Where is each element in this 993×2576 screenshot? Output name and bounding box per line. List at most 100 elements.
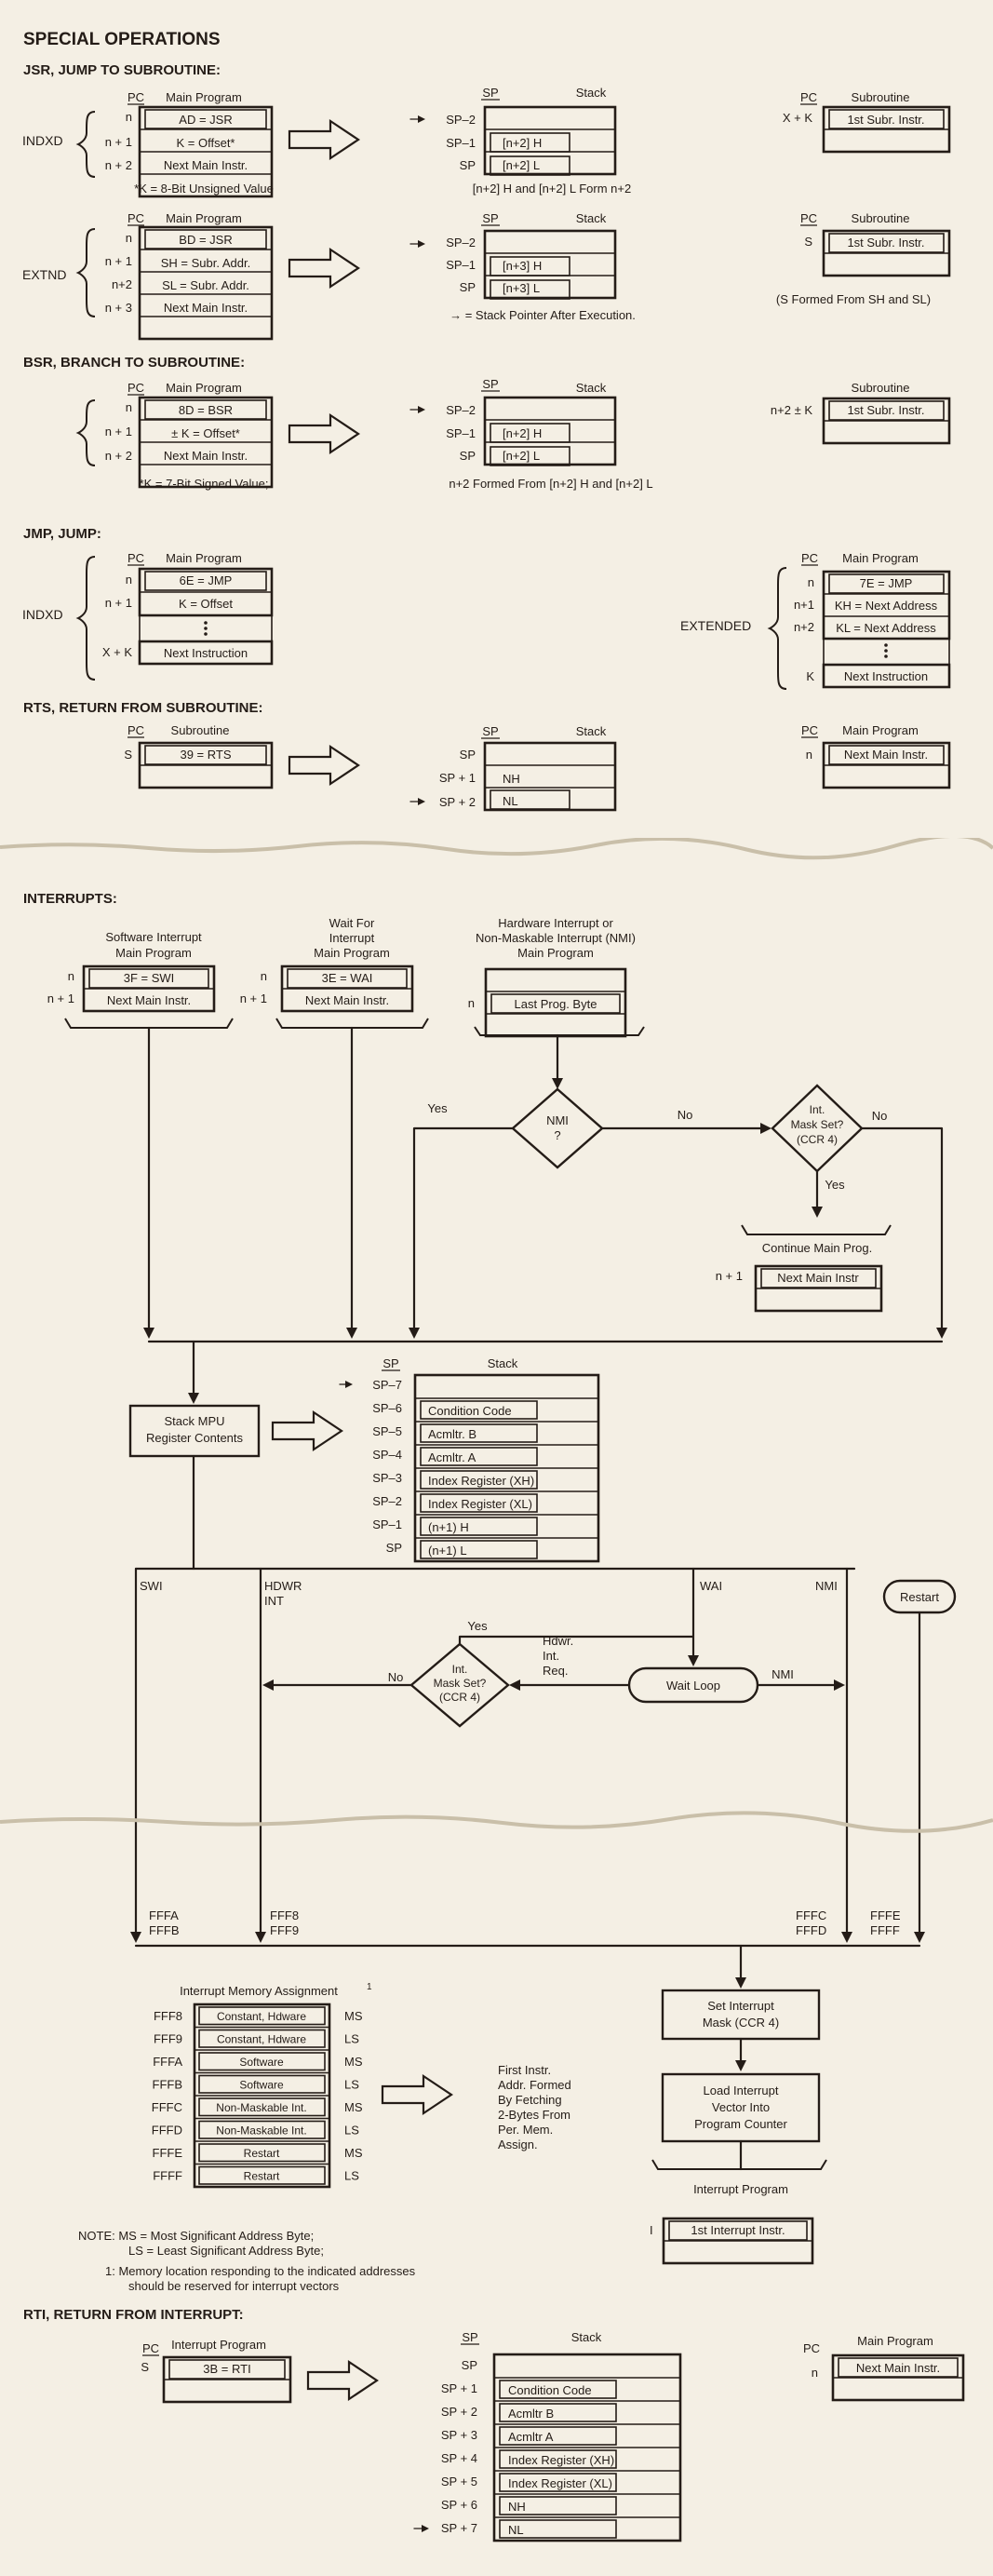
brace xyxy=(75,228,96,317)
stack-cell: NH xyxy=(503,772,520,786)
memory-address: FFFD xyxy=(152,2124,182,2138)
sp-header: SP xyxy=(482,211,498,225)
address-label: n + 3 xyxy=(105,301,132,315)
footnote: → = Stack Pointer After Execution. xyxy=(450,308,636,322)
pc-header: PC xyxy=(127,551,144,565)
inner-cell xyxy=(168,2359,286,2380)
big-arrow xyxy=(306,2359,379,2402)
decision-label: Mask Set? xyxy=(434,1677,487,1690)
inner-cell xyxy=(828,233,945,253)
main-program-title: Main Program xyxy=(166,90,242,104)
brace xyxy=(75,556,96,681)
operand-cell: KH = Next Address xyxy=(835,599,938,613)
big-arrow xyxy=(381,2073,453,2116)
vector-label: FFFD xyxy=(796,1923,826,1937)
inner-cell xyxy=(198,2006,326,2026)
nmi-decision xyxy=(511,1087,604,1169)
inner-cell xyxy=(760,1268,877,1288)
first-instr-cell: 1st Interrupt Instr. xyxy=(691,2223,785,2237)
big-arrow xyxy=(288,118,360,161)
address-label: S xyxy=(141,2360,149,2374)
note-text: Assign. xyxy=(498,2138,538,2151)
jmp-target-cell xyxy=(138,640,274,666)
branch-label: WAI xyxy=(700,1579,722,1593)
process-label: Set Interrupt xyxy=(707,1999,774,2013)
mode-label: EXTND xyxy=(22,267,66,282)
inner-cell xyxy=(668,2220,808,2241)
stack-label: SP xyxy=(460,158,476,172)
address-label: I xyxy=(650,2223,653,2237)
pc-header: PC xyxy=(127,381,144,395)
memory-cell: Restart xyxy=(244,2147,280,2160)
decision-label: (CCR 4) xyxy=(439,1691,480,1704)
inner-cell xyxy=(287,968,408,989)
vector-label: FFFE xyxy=(870,1908,901,1922)
swi-bracket xyxy=(64,1018,234,1029)
stack-label: SP–4 xyxy=(372,1448,402,1462)
inner-cell xyxy=(144,745,267,765)
rts-stack xyxy=(483,741,617,812)
note-text: Per. Mem. xyxy=(498,2123,553,2137)
stack-label: SP + 1 xyxy=(439,771,476,785)
inner-cell xyxy=(88,968,209,989)
bsr-stack xyxy=(483,396,617,466)
stack-label: SP + 7 xyxy=(441,2521,477,2535)
address-label: n + 1 xyxy=(105,135,132,149)
opcode-cell: 3F = SWI xyxy=(124,971,175,985)
big-arrow xyxy=(288,744,360,787)
opcode-cell: 39 = RTS xyxy=(180,748,231,762)
inner-cell xyxy=(198,2097,326,2117)
inner-cell xyxy=(499,2473,617,2492)
stack-cell: Acmltr B xyxy=(508,2407,554,2421)
stack-cell: [n+2] L xyxy=(503,449,540,463)
sp-header: SP xyxy=(482,377,498,391)
subroutine-cell: 1st Subr. Instr. xyxy=(847,403,924,417)
stack-label: SP + 4 xyxy=(441,2451,477,2465)
memory-address: FFFE xyxy=(153,2146,183,2160)
address-label: n+1 xyxy=(794,598,814,612)
arrowhead xyxy=(188,1393,199,1404)
stack-cell: [n+2] H xyxy=(503,136,542,150)
address-label: n xyxy=(261,969,267,983)
address-label: n + 1 xyxy=(105,254,132,268)
stack-label: SP + 1 xyxy=(441,2381,477,2395)
stack-label: SP xyxy=(460,449,476,463)
stack-label: SP xyxy=(462,2358,477,2372)
stack-cell: [n+2] H xyxy=(503,426,542,440)
inner-cell xyxy=(490,155,570,176)
decision-label: ? xyxy=(554,1128,560,1142)
stack-label: SP xyxy=(460,280,476,294)
opcode-cell: 8D = BSR xyxy=(179,403,233,417)
stack-title: Stack xyxy=(576,724,607,738)
branch-label: Hdwr. xyxy=(543,1634,573,1648)
byte-label: LS xyxy=(344,2078,359,2092)
byte-label: MS xyxy=(344,2100,363,2114)
wai-bracket xyxy=(275,1018,429,1029)
process-label: Stack MPU xyxy=(164,1414,224,1428)
stack-cell: NL xyxy=(503,794,518,808)
note-text: should be reserved for interrupt vectors xyxy=(128,2279,340,2293)
stack-title: Stack xyxy=(576,211,607,225)
mode-label: INDXD xyxy=(22,607,63,622)
continuation-dot xyxy=(884,649,888,653)
opcode-cell: 6E = JMP xyxy=(180,573,233,587)
stack-cell: Index Register (XL) xyxy=(508,2476,612,2490)
inner-cell xyxy=(838,2357,959,2378)
continuation-dot xyxy=(884,654,888,658)
pc-header: PC xyxy=(127,211,144,225)
stack-cell: [n+3] H xyxy=(503,259,542,273)
stack-label: SP–6 xyxy=(372,1401,402,1415)
address-label: n+2 xyxy=(794,620,814,634)
vector-label: FFFF xyxy=(870,1923,900,1937)
jsr-indxd-stack xyxy=(483,105,617,176)
stack-cell: Acmltr A xyxy=(508,2430,554,2444)
address-label: X + K xyxy=(783,111,812,125)
inner-cell xyxy=(144,399,267,420)
column-title: Software Interrupt xyxy=(105,930,202,944)
pointer-arrowhead xyxy=(418,115,425,123)
stack-title: Stack xyxy=(488,1356,518,1370)
subroutine-title: Subroutine xyxy=(171,723,230,737)
stack-cell: (n+1) L xyxy=(428,1544,467,1558)
address-label: n + 1 xyxy=(105,596,132,610)
inner-cell xyxy=(420,1493,538,1513)
